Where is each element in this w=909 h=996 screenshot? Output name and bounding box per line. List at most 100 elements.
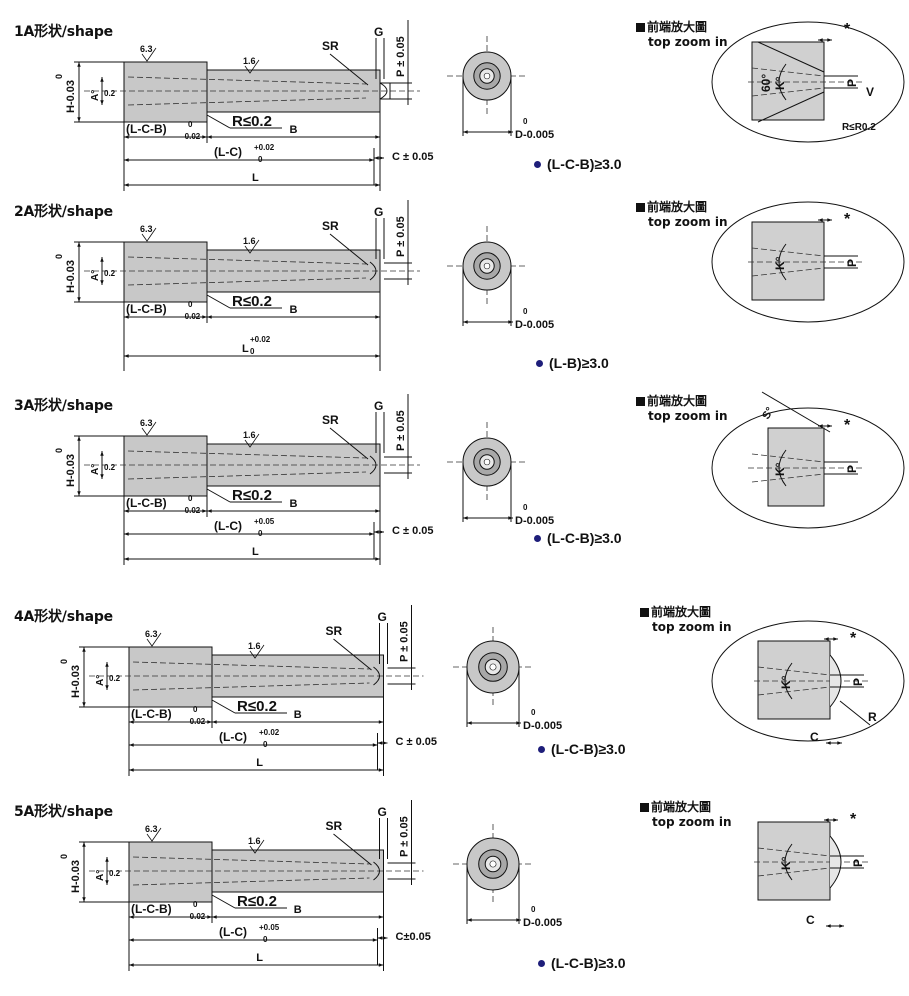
sr-label: SR: [322, 39, 339, 53]
a-dimension: [100, 257, 104, 285]
d-dimension: [467, 721, 521, 725]
dome-tip: [829, 835, 842, 889]
dimension-lc: (L-C)+0.050: [124, 517, 374, 538]
sr-leader: [329, 233, 369, 266]
tip-curve: [379, 82, 388, 100]
svg-text:+0.02: +0.02: [250, 335, 271, 344]
head-block: [123, 241, 208, 303]
svg-text:+0.05: +0.05: [254, 517, 275, 526]
dimension-b: B: [207, 498, 380, 513]
svg-text:6.3: 6.3: [140, 44, 153, 54]
d-label: D-0.005: [515, 515, 554, 527]
zoom-subtitle: top zoom in: [648, 215, 728, 229]
sr-label: SR: [322, 219, 339, 233]
head-block: [128, 646, 213, 708]
zoom-taper: [757, 666, 831, 676]
zoom-p-label: P: [845, 79, 859, 87]
c-dimension: [377, 741, 388, 745]
bullet-dot: [534, 534, 541, 542]
square-bullet-icon: [636, 397, 645, 406]
dimension-lcb: (L-C-B)0-0.02: [124, 300, 207, 321]
svg-text:+0.02: +0.02: [254, 143, 275, 152]
h-label: H-0.03: [65, 260, 77, 293]
star-marker: *: [844, 211, 851, 228]
a-label: A°: [95, 870, 106, 881]
svg-text:L: L: [252, 172, 259, 184]
svg-text:0: 0: [188, 300, 193, 309]
d-dimension: [467, 918, 521, 922]
head-block: [123, 435, 208, 497]
c-zoom-label: C: [806, 913, 815, 927]
c-zoom-dim: [826, 924, 844, 928]
h-dimension: [82, 647, 86, 707]
tip-curve: [369, 455, 377, 475]
p-label: P ± 0.05: [395, 410, 407, 451]
g-label: G: [374, 399, 383, 413]
star-dimension: [818, 218, 832, 222]
s-angle-label: S°: [760, 405, 776, 421]
svg-text:L: L: [252, 546, 259, 558]
square-bullet-icon: [640, 608, 649, 617]
r-dome-label: R: [868, 710, 877, 724]
svg-text:-0.02: -0.02: [182, 312, 201, 321]
svg-text:L: L: [256, 757, 263, 769]
svg-text:B: B: [290, 498, 298, 510]
dimension-lcb: (L-C-B)0-0.02: [124, 494, 207, 515]
zoom-subtitle: top zoom in: [652, 815, 732, 829]
roughness-mark-6-3: 6.3: [140, 44, 157, 62]
h-dimension: [77, 62, 81, 122]
a-tol: 0.2: [104, 89, 116, 98]
svg-text:0: 0: [193, 705, 198, 714]
roughness-mark-6-3: 6.3: [145, 629, 162, 647]
taper-line: [127, 277, 367, 286]
taper-line: [132, 856, 370, 865]
d-label: D-0.005: [515, 319, 554, 331]
k-label: K°: [773, 256, 787, 270]
a-dimension: [105, 662, 109, 690]
r-leader: [206, 294, 231, 309]
k-label: K°: [779, 856, 793, 870]
a-tol: 0.2: [104, 463, 116, 472]
p-label: P ± 0.05: [395, 216, 407, 257]
svg-text:1.6: 1.6: [243, 236, 256, 246]
svg-text:-0.02: -0.02: [182, 506, 201, 515]
h-tol: 0: [54, 74, 64, 79]
shape-title: 4A形状/shape: [14, 609, 113, 625]
svg-text:0: 0: [258, 529, 263, 538]
shape-title: 5A形状/shape: [14, 804, 113, 820]
condition-text: (L-B)≥3.0: [549, 355, 609, 371]
dimension-b: B: [212, 904, 384, 919]
sr-label: SR: [326, 819, 343, 833]
svg-text:6.3: 6.3: [145, 629, 158, 639]
front-view-hole: [489, 860, 497, 868]
dimension-lc: (L-C)+0.050: [129, 923, 378, 944]
zoom-taper: [751, 453, 825, 463]
zoom-view: K°P*: [711, 201, 905, 323]
svg-text:6.3: 6.3: [140, 418, 153, 428]
a-tol: 0.2: [109, 869, 121, 878]
svg-text:+0.02: +0.02: [259, 728, 280, 737]
condition-note: (L-C-B)≥3.0: [534, 156, 622, 172]
g-label: G: [374, 25, 383, 39]
k-label: K°: [779, 675, 793, 689]
a-dimension: [100, 451, 104, 479]
svg-text:(L-C-B): (L-C-B): [131, 707, 172, 721]
taper-line: [132, 682, 370, 691]
r-dome-leader: [839, 700, 871, 726]
dimension-l: L: [124, 546, 380, 561]
dimension-lc: (L-C)+0.020: [124, 143, 374, 164]
taper-line: [132, 877, 370, 886]
star-dimension: [824, 818, 838, 822]
svg-text:(L-C-B): (L-C-B): [131, 902, 172, 916]
roughness-mark-1-6: 1.6: [248, 836, 265, 854]
front-view-hole: [483, 458, 491, 466]
d-label: D-0.005: [523, 720, 562, 732]
d-tol: 0: [531, 905, 536, 914]
zoom-body: [757, 640, 831, 720]
